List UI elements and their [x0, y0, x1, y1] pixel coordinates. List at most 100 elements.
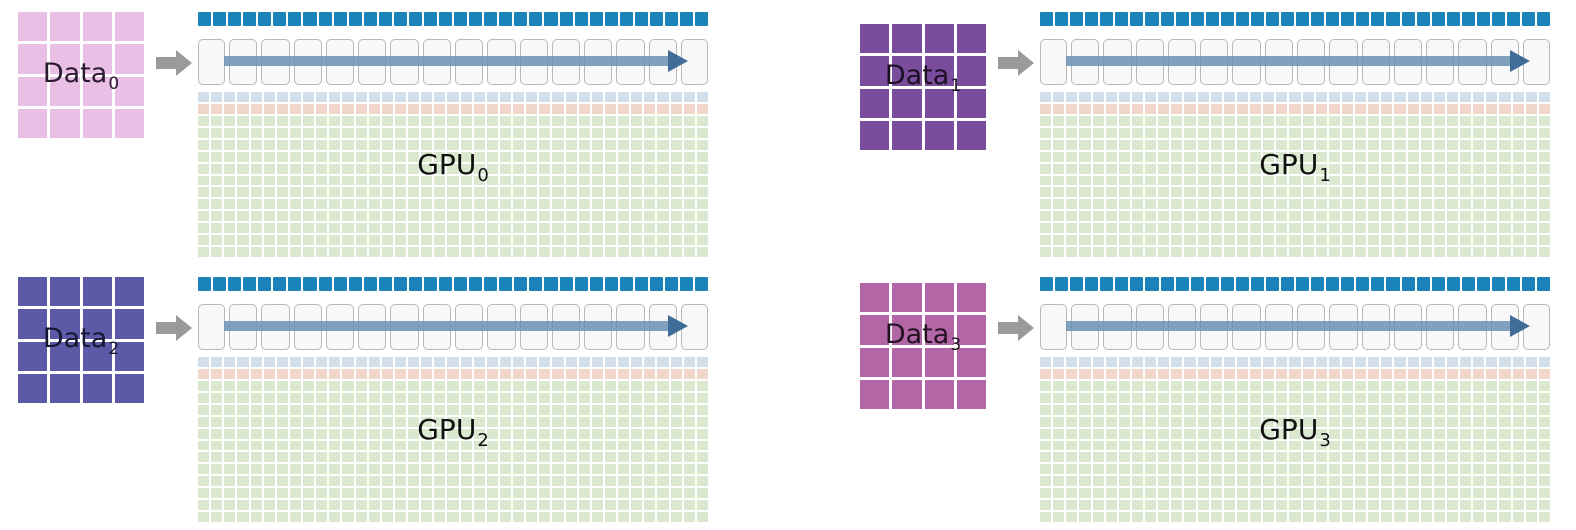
strip-segment — [680, 277, 694, 291]
data-cell — [860, 56, 890, 86]
gpu-core — [1079, 416, 1091, 427]
gpu-core — [1512, 199, 1524, 210]
gpu-core — [1276, 223, 1288, 234]
gpu-core — [1289, 211, 1301, 222]
gpu-core — [460, 163, 472, 174]
gpu-core — [329, 392, 341, 403]
gpu-core — [591, 247, 603, 257]
gpu-core — [1433, 223, 1445, 234]
gpu-core — [224, 247, 236, 257]
gpu-core — [513, 127, 525, 138]
gpu-core — [1040, 464, 1052, 475]
gpu-core — [1197, 488, 1209, 499]
gpu-core — [539, 476, 551, 487]
gpu-core — [683, 476, 695, 487]
gpu-core — [552, 452, 564, 463]
gpu-core — [447, 428, 459, 439]
strip-segment — [649, 12, 663, 26]
gpu-core — [421, 223, 433, 234]
gpu-core — [1355, 404, 1367, 415]
gpu-core — [434, 235, 446, 246]
gpu-core — [565, 428, 577, 439]
gpu-core — [526, 380, 538, 391]
gpu-core — [1302, 464, 1314, 475]
gpu-core — [670, 488, 682, 499]
gpu-core — [578, 512, 590, 522]
gpu-core — [1223, 428, 1235, 439]
gpu-core — [1289, 247, 1301, 257]
gpu-core — [1053, 512, 1065, 522]
gpu-core — [1499, 380, 1511, 391]
gpu-core — [1118, 92, 1130, 102]
gpu-core-grid — [1040, 92, 1550, 257]
gpu-core — [1512, 175, 1524, 186]
gpu-core — [1460, 416, 1472, 427]
gpu-label-2: GPU2 — [417, 413, 489, 451]
gpu-core — [526, 199, 538, 210]
gpu-core — [1341, 428, 1354, 439]
gpu-core — [1145, 368, 1157, 379]
gpu-core — [460, 428, 472, 439]
gpu-core — [211, 92, 223, 102]
gpu-core — [1525, 428, 1537, 439]
strip-segment — [1040, 12, 1054, 26]
gpu-core — [1525, 223, 1537, 234]
gpu-core — [526, 476, 538, 487]
gpu-core — [1289, 440, 1301, 451]
gpu-core — [1525, 476, 1537, 487]
gpu-core — [1276, 199, 1288, 210]
gpu-core — [1355, 440, 1367, 451]
gpu-core — [434, 247, 446, 257]
gpu-core — [565, 199, 577, 210]
gpu-core — [1092, 440, 1104, 451]
gpu-core — [1079, 380, 1091, 391]
gpu-core — [1289, 488, 1301, 499]
gpu-core — [539, 127, 551, 138]
gpu-core — [1289, 416, 1301, 427]
gpu-core — [434, 115, 446, 126]
gpu-core — [1538, 380, 1550, 391]
data-cell — [924, 56, 954, 86]
gpu-core — [1420, 368, 1432, 379]
gpu-core — [1368, 151, 1380, 162]
gpu-0: GPU0 — [198, 12, 709, 257]
strip-segment — [318, 12, 332, 26]
gpu-core — [565, 512, 577, 522]
gpu-core — [1040, 103, 1052, 114]
strip-segment — [1401, 12, 1415, 26]
gpu-core — [316, 235, 328, 246]
gpu-core — [526, 392, 538, 403]
gpu-core — [670, 500, 682, 511]
gpu-core — [224, 512, 236, 522]
gpu-core — [355, 500, 367, 511]
gpu-core — [591, 163, 603, 174]
strip-segment — [1311, 277, 1325, 291]
gpu-core — [591, 476, 603, 487]
gpu-core — [1420, 127, 1432, 138]
strip-segment — [408, 12, 422, 26]
gpu-core — [1302, 115, 1314, 126]
gpu-core — [604, 127, 617, 138]
strip-segment — [619, 12, 633, 26]
gpu-core — [683, 500, 695, 511]
gpu-core — [329, 368, 341, 379]
gpu-core — [1092, 139, 1104, 150]
gpu-core — [1053, 92, 1065, 102]
gpu-core — [263, 163, 275, 174]
gpu-core — [657, 368, 669, 379]
strip-segment — [363, 12, 377, 26]
gpu-core — [447, 103, 459, 114]
gpu-core — [1092, 163, 1104, 174]
gpu-core — [683, 223, 695, 234]
gpu-core — [224, 139, 236, 150]
gpu-core — [394, 211, 407, 222]
strip-segment — [544, 12, 558, 26]
gpu-core — [670, 115, 682, 126]
gpu-core — [1433, 464, 1445, 475]
gpu-core — [1407, 488, 1419, 499]
gpu-core — [237, 428, 249, 439]
gpu-core — [1486, 92, 1498, 102]
gpu-core — [368, 235, 380, 246]
gpu-core — [1394, 235, 1406, 246]
gpu-core-grid — [1040, 357, 1550, 522]
